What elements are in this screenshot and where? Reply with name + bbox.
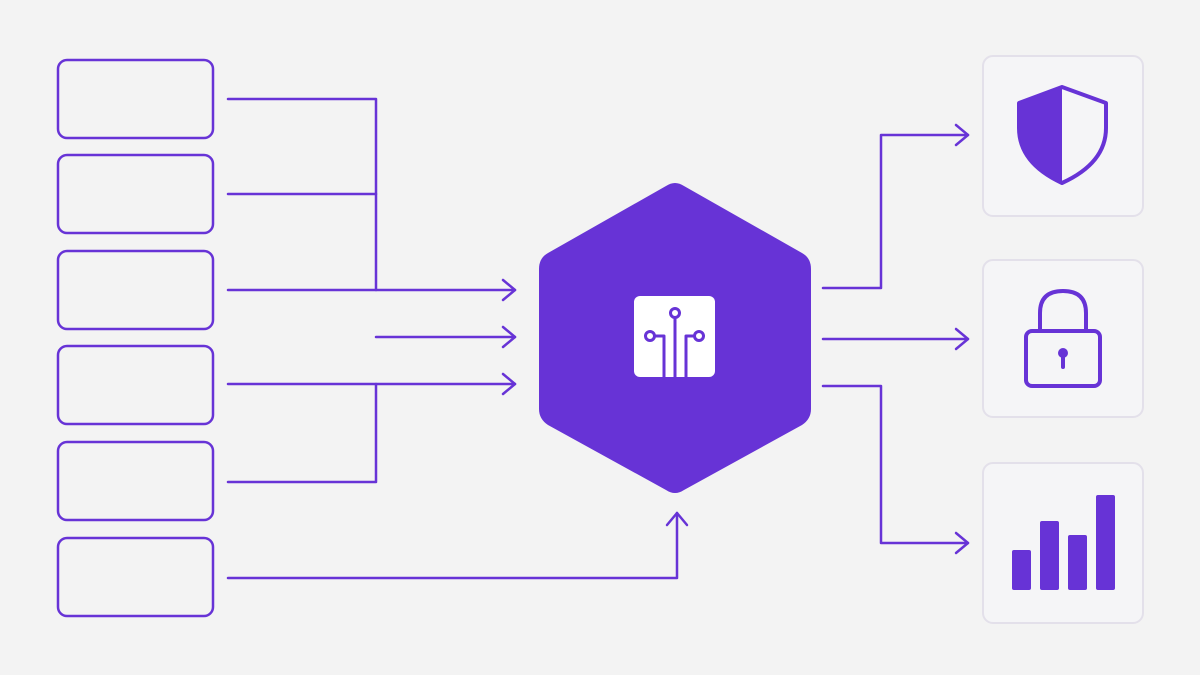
output-card-analytics [982,462,1144,624]
connector-output-1 [821,133,970,290]
input-box-4 [56,344,215,426]
output-cards [982,55,1144,624]
input-box-6 [56,536,215,618]
shield-icon [1017,85,1108,185]
arrowhead-top [501,278,517,302]
circuit-chip-icon [634,296,715,379]
bar-chart-icon-bar [1068,535,1087,590]
arrowhead-output-3 [954,531,970,555]
arrowhead-middle [501,325,517,349]
input-box-1 [56,58,215,140]
padlock-icon [1024,289,1102,388]
connector-input-6 [226,511,679,580]
bar-chart-icon-bar [1096,495,1115,590]
connector-input-5 [226,382,378,484]
input-box-5 [56,440,215,522]
input-box-2 [56,153,215,235]
input-boxes [56,58,215,618]
bar-chart-icon-bar [1040,521,1059,590]
hub [539,183,811,493]
input-box-3 [56,249,215,331]
connector-input-1 [226,97,378,292]
bar-chart-icon [1012,495,1115,590]
bar-chart-icon-bar [1012,550,1031,590]
arrowhead-output-2 [954,327,970,351]
output-card-security [982,55,1144,217]
output-connectors [821,123,970,555]
arrowhead-output-1 [954,123,970,147]
connector-output-3 [821,384,970,545]
output-card-privacy [982,259,1144,418]
arrowhead-up [665,511,689,527]
input-connectors [226,97,689,580]
arrowhead-lower [501,372,517,396]
